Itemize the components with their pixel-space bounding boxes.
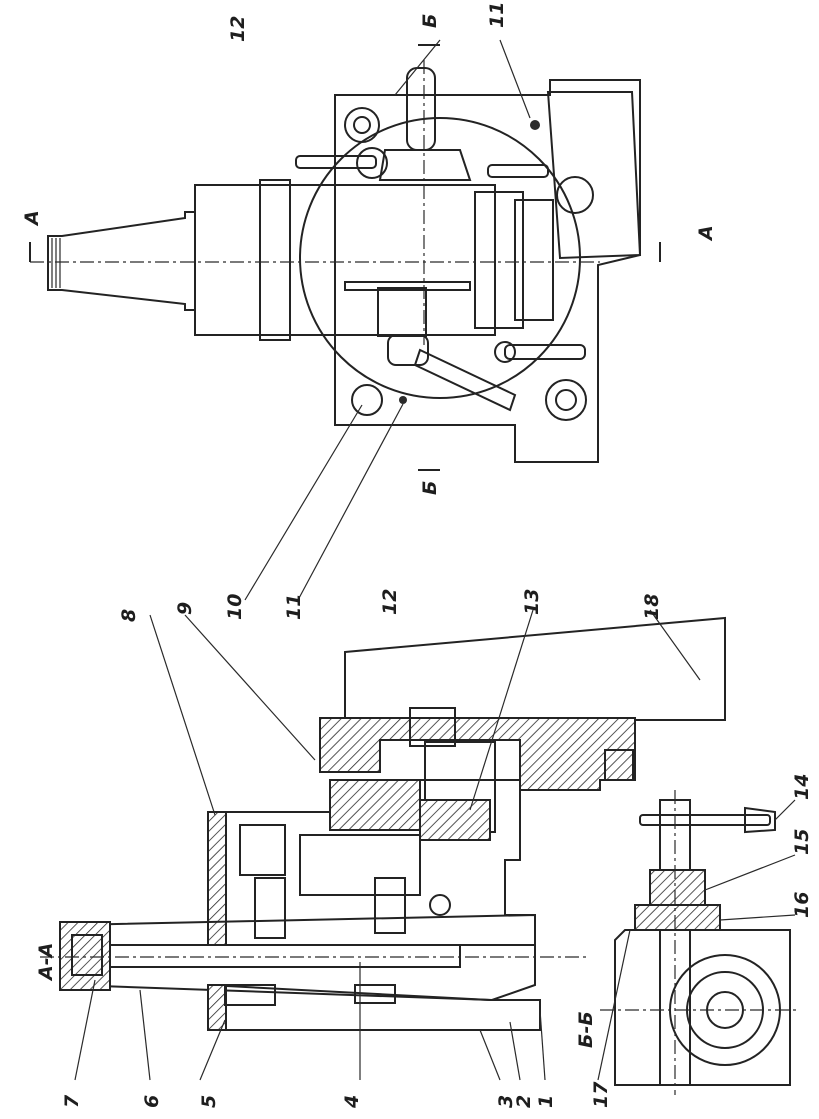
- spindle-collar-left: [259, 179, 291, 341]
- nose-knurl: [51, 238, 61, 288]
- ball-detent: [429, 894, 451, 916]
- top-handle: [406, 67, 436, 151]
- leader-lines: [74, 39, 796, 1081]
- callout-13: 13: [521, 589, 543, 615]
- gear-13: [419, 799, 491, 841]
- labels: А-А Б-Б А А Б Б 12 11 10 11 12 8 9 13 18…: [21, 2, 813, 1109]
- bb-handle-rod: [639, 814, 771, 826]
- spindle-cap: [71, 934, 103, 976]
- callout-8: 8: [118, 609, 140, 622]
- spindle-collar-right: [474, 191, 524, 329]
- callout-11-mid: 11: [283, 594, 305, 620]
- bolt-lower-right-inner: [555, 389, 577, 411]
- callout-16: 16: [791, 892, 813, 918]
- turntable-circle: [299, 117, 581, 399]
- callout-3: 3: [495, 1095, 517, 1108]
- leader-18: [649, 609, 701, 681]
- callout-12-mid: 12: [379, 589, 401, 615]
- bb-handle-knob: [744, 806, 776, 834]
- label-cut-a-top: А: [21, 210, 43, 227]
- callout-15: 15: [791, 829, 813, 855]
- pin-rod-upper: [295, 155, 377, 169]
- leader-6: [139, 989, 151, 1081]
- leader-11-top: [499, 39, 531, 119]
- callout-1: 1: [535, 1095, 557, 1108]
- callout-14: 14: [791, 774, 813, 800]
- label-bb-title: Б-Б: [575, 1011, 597, 1048]
- leader-8: [149, 614, 216, 816]
- leader-11-mid: [297, 403, 404, 601]
- callout-11-top: 11: [486, 2, 508, 28]
- callout-7: 7: [61, 1094, 83, 1108]
- callout-9: 9: [174, 602, 196, 615]
- base-nut-right: [604, 749, 634, 781]
- pin-rod-right: [487, 164, 549, 178]
- label-cut-b-bottom: Б: [419, 481, 441, 495]
- leader-1: [539, 1009, 546, 1081]
- callout-17: 17: [590, 1081, 612, 1108]
- spindle-rod-4: [94, 944, 461, 968]
- leader-15: [704, 854, 796, 891]
- base-plate: [334, 79, 641, 463]
- bolt-upper-left: [344, 107, 380, 143]
- mid-shaft: [377, 287, 427, 337]
- fixture-block-18: [344, 616, 726, 721]
- leader-9: [184, 614, 316, 761]
- leader-3: [479, 1029, 501, 1081]
- top-handle-base: [378, 149, 472, 181]
- top-view: [29, 44, 661, 471]
- pin-rod-head: [494, 341, 516, 363]
- callout-2: 2: [513, 1095, 535, 1108]
- label-cut-a-bottom: А: [695, 225, 717, 242]
- pin-lower: [399, 396, 407, 404]
- callout-10: 10: [224, 594, 246, 620]
- bolt-upper-mid: [356, 147, 388, 179]
- bb-nut-16: [634, 904, 721, 931]
- spindle-nose: [47, 211, 196, 311]
- pin-rod-lower: [504, 344, 586, 360]
- leader-5: [199, 1019, 226, 1081]
- label-cut-b-top: Б: [419, 14, 441, 28]
- gear-block: [299, 834, 421, 896]
- leader-2: [509, 1021, 521, 1081]
- section-aa: [40, 616, 726, 1031]
- leader-16: [719, 914, 796, 921]
- callout-18: 18: [641, 594, 663, 620]
- spindle-flange: [514, 199, 554, 321]
- bolt-lower-right: [545, 379, 587, 421]
- bolt-lower-left: [351, 384, 383, 416]
- lever-arm: [413, 348, 517, 412]
- callout-6: 6: [141, 1095, 163, 1108]
- mid-bar: [344, 281, 471, 291]
- pin-upper: [530, 120, 540, 130]
- bearing-5: [224, 984, 276, 1006]
- leader-12-top: [394, 39, 441, 96]
- bolt-upper-left-inner: [353, 116, 371, 134]
- bearing-right: [374, 877, 406, 934]
- housing-wall-left: [207, 811, 227, 946]
- housing-wall-top: [329, 779, 421, 831]
- leader-13: [469, 609, 534, 811]
- lower-wall: [207, 984, 227, 1031]
- label-aa-title: А-А: [35, 943, 57, 982]
- leader-17: [597, 929, 631, 1081]
- bolt-8: [239, 824, 286, 876]
- callout-12-top: 12: [227, 16, 249, 42]
- leader-7: [74, 979, 96, 1081]
- bearing-3: [354, 984, 396, 1004]
- bearing-left: [254, 877, 286, 939]
- callout-4: 4: [341, 1095, 363, 1109]
- base-nut-top: [409, 707, 456, 747]
- spindle-housing: [194, 184, 496, 336]
- section-bb: [600, 790, 800, 1095]
- leader-10: [244, 404, 363, 601]
- right-bracket: [546, 91, 642, 260]
- leader-14: [774, 799, 796, 821]
- bracket-circle: [556, 176, 594, 214]
- bb-body: [614, 929, 791, 1086]
- callout-5: 5: [198, 1095, 220, 1108]
